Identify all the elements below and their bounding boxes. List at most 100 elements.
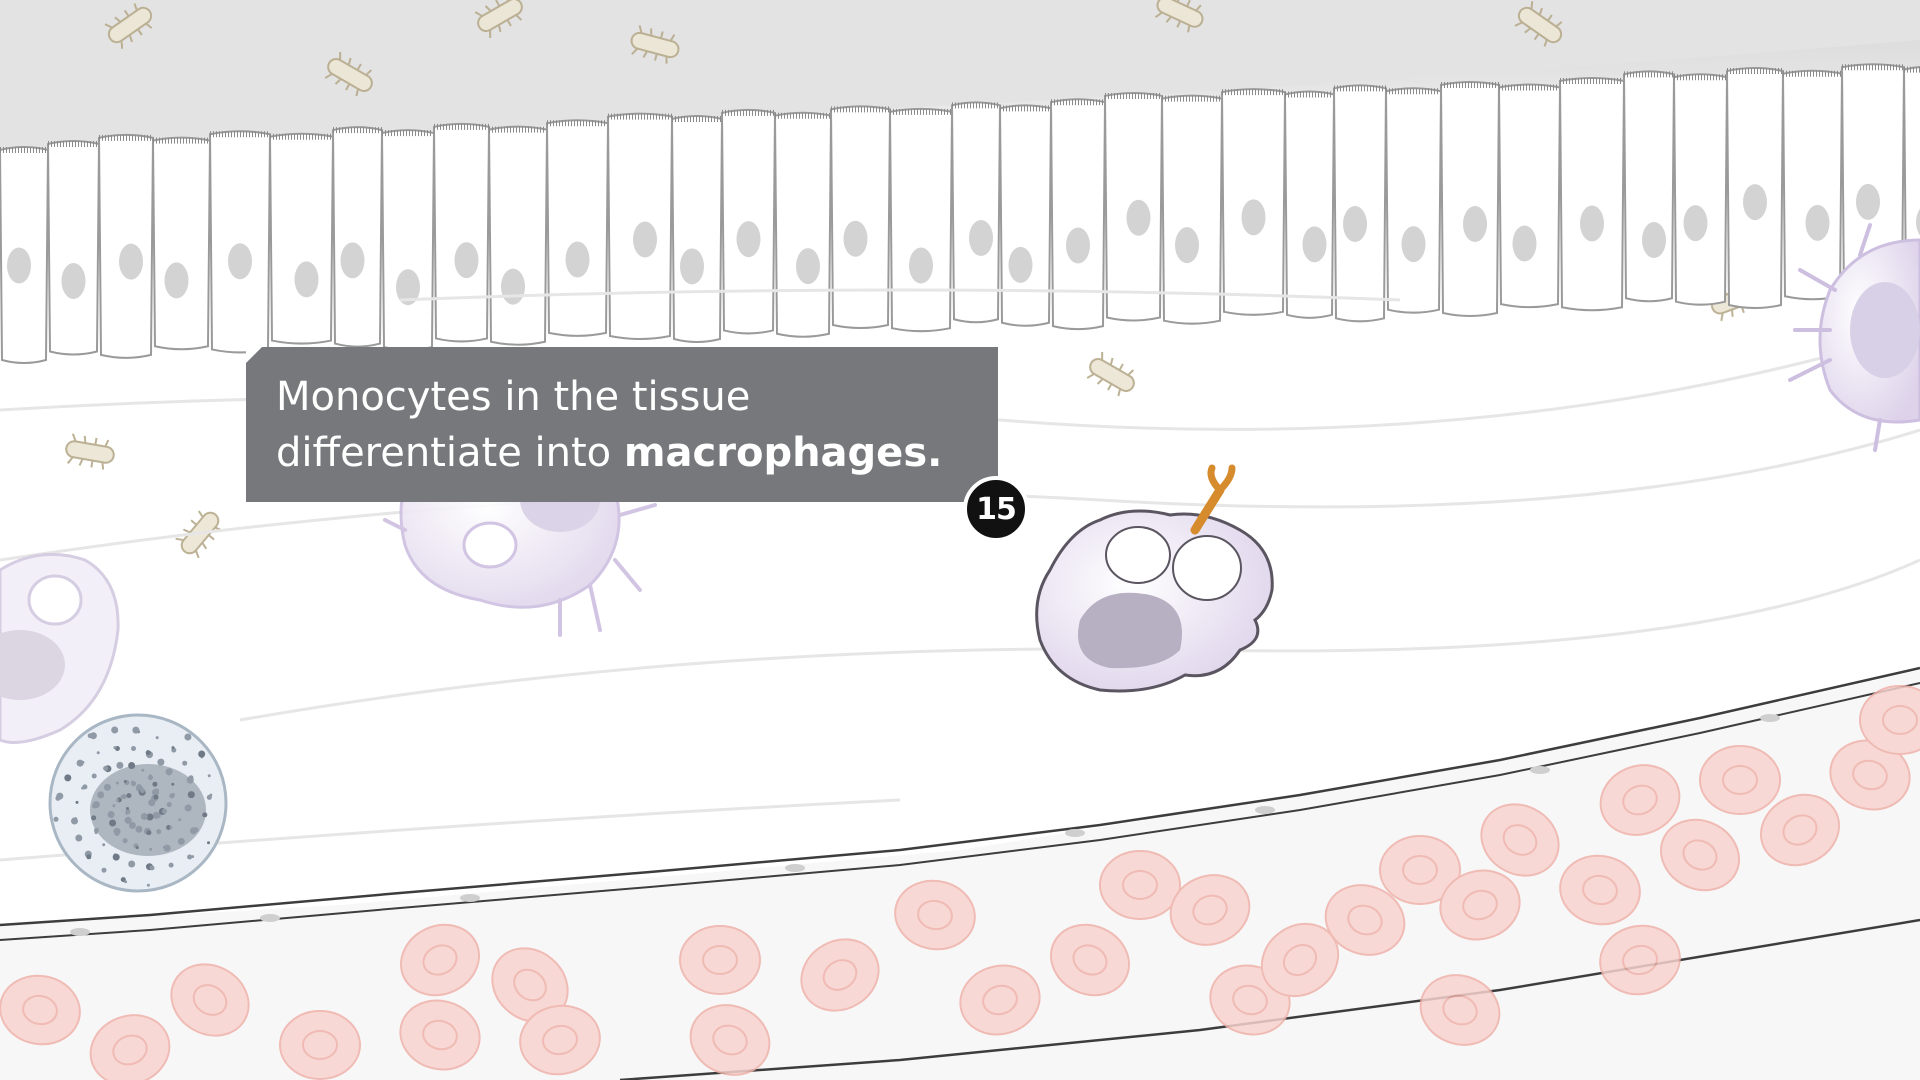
granule <box>171 746 175 750</box>
granule <box>184 804 192 812</box>
epithelial-cell <box>487 125 549 346</box>
granule <box>103 765 109 771</box>
granule <box>91 773 97 779</box>
granule <box>168 862 174 868</box>
granule <box>91 815 97 821</box>
granule <box>107 811 115 818</box>
caption-line-2-text: differentiate into <box>276 430 624 476</box>
granule <box>124 816 132 824</box>
granule <box>202 812 208 818</box>
granule <box>155 736 159 740</box>
epithelial-cell <box>1725 67 1785 310</box>
granule <box>177 837 185 845</box>
granule <box>146 830 152 836</box>
granule <box>145 750 151 756</box>
granulocyte <box>48 713 228 893</box>
epithelial-cell <box>1283 90 1336 319</box>
granule <box>146 813 154 821</box>
granule <box>115 781 119 785</box>
epithelial-cell <box>380 129 436 352</box>
epithelial-cell <box>829 105 892 330</box>
granule <box>116 761 124 769</box>
granule <box>169 826 173 830</box>
granule <box>182 760 188 766</box>
granule <box>171 793 175 796</box>
granule <box>123 780 127 783</box>
caption-line-1: Monocytes in the tissue <box>276 374 751 420</box>
granule <box>163 844 171 852</box>
caption-line-2: differentiate into macrophages. <box>276 425 968 481</box>
granule <box>193 827 199 833</box>
granule <box>198 750 206 758</box>
granule <box>165 768 173 776</box>
epithelial-cell <box>606 112 674 340</box>
granule <box>156 829 162 835</box>
caption-box: Monocytes in the tissue differentiate in… <box>246 347 998 502</box>
macrophage-center <box>1035 464 1274 693</box>
epithelial-cell <box>1049 98 1107 331</box>
granule <box>178 818 182 822</box>
granule <box>139 788 145 794</box>
granule <box>92 803 98 809</box>
granule <box>111 726 119 734</box>
granule <box>155 813 161 819</box>
granule <box>64 774 72 782</box>
epithelial-cell <box>151 136 212 351</box>
epithelial-cell <box>268 132 335 345</box>
granule <box>101 867 107 873</box>
step-number-badge: 15 <box>963 476 1029 542</box>
granule <box>131 746 136 751</box>
granule <box>149 865 155 871</box>
epithelial-cell <box>1558 77 1626 312</box>
epithelial-cell <box>46 140 101 356</box>
granule <box>146 883 150 887</box>
epithelial-cell <box>773 111 833 338</box>
granule <box>135 825 143 833</box>
granule <box>113 746 117 750</box>
monocyte-left <box>0 552 120 744</box>
granule <box>76 759 84 767</box>
epithelial-cell <box>97 133 155 359</box>
epithelial-cell <box>670 115 724 343</box>
epithelial-cell <box>1439 80 1501 317</box>
granule <box>171 782 175 786</box>
epithelial-cell <box>950 101 1002 324</box>
granule <box>152 781 158 787</box>
granule <box>207 774 211 778</box>
granule <box>132 726 140 734</box>
granule <box>136 784 142 790</box>
granule <box>122 838 128 844</box>
bacterium-being-engulfed <box>1190 464 1236 535</box>
granule <box>135 846 139 850</box>
granule <box>86 854 92 860</box>
granule <box>81 786 85 790</box>
granule <box>87 733 93 739</box>
granule <box>128 821 136 829</box>
epithelial-cell <box>1781 69 1844 301</box>
granule <box>148 774 152 778</box>
granule <box>126 807 129 810</box>
granule <box>166 802 172 807</box>
granule <box>112 853 120 861</box>
granule <box>161 808 167 814</box>
granule <box>187 791 195 799</box>
granule <box>209 793 213 797</box>
granule <box>157 758 165 766</box>
macrophage-top-right <box>1788 223 1920 452</box>
caption-highlight: macrophages. <box>623 430 943 476</box>
epithelial-cell <box>1332 84 1388 323</box>
granule <box>154 788 160 794</box>
granule <box>75 800 79 804</box>
epithelial-cell <box>1672 73 1729 306</box>
epithelial-cell <box>1160 94 1224 325</box>
epithelial-cell <box>1220 88 1287 316</box>
epithelial-cell <box>720 108 777 335</box>
epithelial-cell <box>0 146 50 364</box>
granule <box>116 798 119 802</box>
granule <box>184 733 192 741</box>
granule <box>149 847 153 851</box>
red-blood-cell <box>1099 850 1181 920</box>
granule <box>55 795 61 801</box>
granule <box>153 794 159 800</box>
